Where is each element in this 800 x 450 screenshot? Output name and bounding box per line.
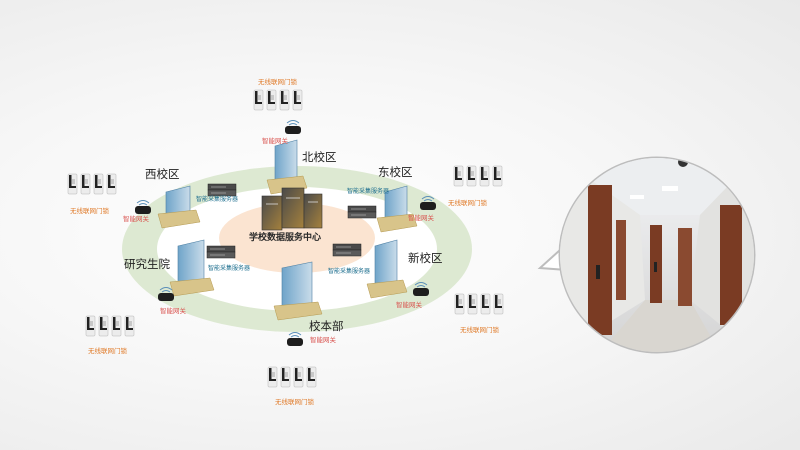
campus-building-icon	[169, 239, 215, 297]
smart-gateway-icon	[135, 200, 151, 214]
smart-gateway-icon	[287, 332, 303, 346]
campus-label-grad: 研究生院	[124, 257, 170, 271]
campus-label-north: 北校区	[302, 150, 337, 164]
door-lock-group-label: 无线联网门锁	[460, 326, 499, 334]
collector-server-label: 智能采集服务器	[208, 265, 251, 272]
collector-server-icon	[207, 183, 237, 197]
smart-gateway-icon	[285, 120, 301, 134]
smart-gateway-label: 智能网关	[408, 214, 434, 222]
door-left-near	[588, 185, 612, 335]
data-center-label: 学校数据服务中心	[249, 233, 322, 243]
door-lock-group-label: 无线联网门锁	[70, 207, 109, 215]
campus-label-main: 校本部	[309, 319, 344, 333]
door-lock-group-icon	[454, 293, 504, 315]
door-lock-icon	[596, 265, 600, 279]
campus-label-west: 西校区	[145, 167, 180, 181]
door-lock-group-icon	[453, 165, 503, 187]
smart-gateway-label: 智能网关	[310, 336, 336, 344]
collector-server-label: 智能采集服务器	[328, 268, 371, 275]
corridor-photo-bubble	[537, 156, 756, 354]
campus-label-xin: 新校区	[408, 251, 443, 265]
smart-gateway-label: 智能网关	[160, 307, 186, 315]
door-lock-group-icon	[253, 89, 303, 111]
collector-server-icon	[206, 245, 236, 259]
campus-building-icon	[157, 185, 201, 229]
smart-gateway-icon	[158, 287, 174, 301]
campus-building-icon	[273, 261, 323, 321]
smart-gateway-label: 智能网关	[123, 215, 149, 223]
smart-gateway-icon	[413, 282, 429, 296]
data-center-server-icon	[261, 187, 323, 231]
door-lock-group-icon	[267, 366, 317, 388]
collector-server-label: 智能采集服务器	[196, 196, 239, 203]
door-right-near	[720, 205, 742, 325]
smart-gateway-icon	[420, 196, 436, 210]
campus-building-icon	[366, 239, 408, 299]
door-lock-group-label: 无线联网门锁	[258, 78, 297, 86]
campus-label-east: 东校区	[378, 165, 413, 179]
door-lock-group-label: 无线联网门锁	[275, 398, 314, 406]
door-lock-group-icon	[67, 173, 117, 195]
collector-server-icon	[347, 205, 377, 219]
door-lock-group-icon	[85, 315, 135, 337]
campus-building-icon	[376, 185, 418, 233]
collector-server-icon	[332, 243, 362, 257]
collector-server-label: 智能采集服务器	[347, 188, 390, 195]
door-lock-group-label: 无线联网门锁	[448, 199, 487, 207]
smart-gateway-label: 智能网关	[396, 301, 422, 309]
smart-gateway-label: 智能网关	[262, 137, 288, 145]
door-lock-group-label: 无线联网门锁	[88, 347, 127, 355]
